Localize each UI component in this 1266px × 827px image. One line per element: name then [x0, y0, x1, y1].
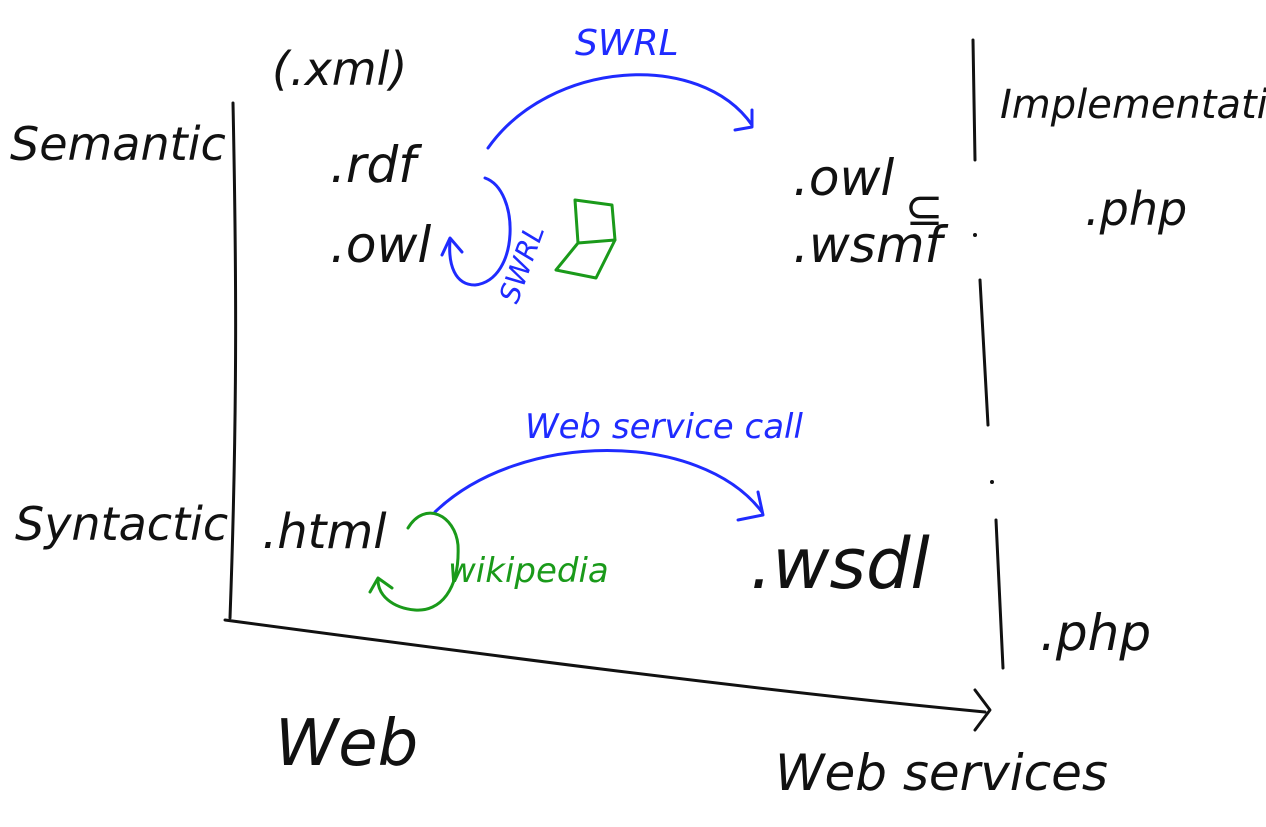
php-top-label: .php [1085, 182, 1187, 236]
x-axis [223, 618, 987, 714]
rdf-label: .rdf [330, 136, 422, 194]
owl-right-label: .owl [793, 149, 894, 207]
html-label: .html [262, 504, 387, 560]
swrl-loop-arrowhead [440, 236, 464, 257]
web-service-call-arrowhead [736, 490, 765, 522]
owl-left-label: .owl [330, 216, 431, 274]
xml-label: (.xml) [272, 42, 407, 96]
wikipedia-label: wikipedia [448, 551, 609, 591]
book-icon [554, 198, 617, 280]
implementation-label: Implementation [1000, 82, 1266, 128]
wikipedia-loop-arrowhead [368, 576, 394, 594]
subset-equiv-symbol: ⊆ [905, 182, 944, 236]
implementation-divider [971, 38, 977, 162]
divider-dot-2 [990, 480, 994, 484]
swrl-arc-label: SWRL [575, 23, 679, 64]
semantic-label: Semantic [10, 117, 226, 171]
divider-dot-1 [973, 233, 977, 237]
swrl-arrowhead [733, 108, 754, 132]
web-label: Web [275, 707, 418, 781]
swrl-arrow [486, 73, 754, 150]
wikipedia-loop-arrow [376, 511, 460, 612]
y-axis [228, 101, 238, 620]
php-bottom-label: .php [1040, 604, 1151, 662]
implementation-divider-bottom [994, 518, 1005, 670]
web-services-label: Web services [775, 744, 1108, 802]
wsdl-label: .wsdl [750, 523, 930, 605]
wsmf-label: .wsmf [793, 216, 949, 274]
syntactic-label: Syntactic [15, 497, 228, 551]
swrl-loop-arrow [448, 176, 512, 287]
implementation-divider-lower [978, 278, 990, 427]
web-service-call-label: Web service call [525, 407, 803, 447]
web-service-call-arrow [433, 449, 764, 514]
x-axis-arrowhead [973, 688, 992, 732]
